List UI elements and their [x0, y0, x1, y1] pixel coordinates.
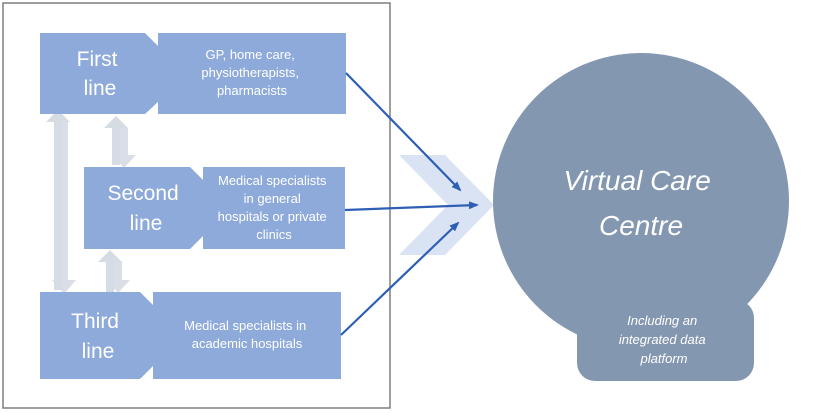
second-line-desc-1: Medical specialists	[218, 173, 327, 188]
second-line-desc-2: in general	[244, 191, 301, 206]
centre-title-2: Centre	[599, 210, 683, 241]
second-line-label-2: line	[130, 212, 163, 235]
first-line-description-box	[158, 33, 346, 114]
second-line-connector-arrow	[344, 201, 479, 212]
second-third-double-arrow	[98, 250, 130, 293]
centre-subtitle-3: platform	[640, 351, 688, 366]
virtual-care-centre: Virtual Care Centre Including an integra…	[493, 53, 789, 381]
second-line-box	[84, 167, 203, 249]
third-line-desc-1: Medical specialists in	[184, 318, 306, 333]
centre-subtitle-2: integrated data	[619, 332, 706, 347]
first-line-label-2: line	[84, 77, 117, 100]
third-line-desc-2: academic hospitals	[192, 336, 303, 351]
long-double-arrow	[46, 110, 76, 294]
first-line-desc-3: pharmacists	[217, 83, 288, 98]
first-line-desc-2: physiotherapists,	[201, 65, 299, 80]
centre-subtitle-1: Including an	[627, 313, 697, 328]
first-line-label-1: First	[77, 48, 118, 71]
centre-title: Virtual Care Centre	[563, 165, 718, 241]
centre-title-1: Virtual Care	[563, 165, 710, 196]
chevron-arrow	[399, 155, 494, 255]
third-line-description-box	[153, 292, 341, 379]
third-line-label-1: Third	[71, 310, 119, 333]
third-line-connector-arrow	[340, 221, 460, 336]
centre-circle	[493, 53, 789, 349]
outer-frame	[2, 2, 391, 409]
first-line-connector-arrow	[345, 72, 462, 192]
third-line-description: Medical specialists in academic hospital…	[184, 318, 310, 351]
second-line-description-box	[203, 167, 345, 249]
second-line-description: Medical specialists in general hospitals…	[218, 173, 331, 242]
second-line-desc-3: hospitals or private	[218, 209, 327, 224]
first-line-desc-1: GP, home care,	[206, 47, 295, 62]
second-line-label: Second line	[107, 182, 184, 235]
third-line-box	[40, 292, 153, 379]
third-line-label: Third line	[71, 310, 125, 363]
centre-subtitle: Including an integrated data platform	[619, 313, 709, 366]
third-line-label-2: line	[82, 340, 115, 363]
first-line-box	[40, 33, 158, 114]
second-line-label-1: Second	[107, 182, 178, 205]
second-line-desc-4: clinics	[256, 227, 292, 242]
first-second-double-arrow	[104, 116, 136, 168]
first-line-label: First line	[77, 48, 124, 100]
first-line-description: GP, home care, physiotherapists, pharmac…	[201, 47, 302, 98]
